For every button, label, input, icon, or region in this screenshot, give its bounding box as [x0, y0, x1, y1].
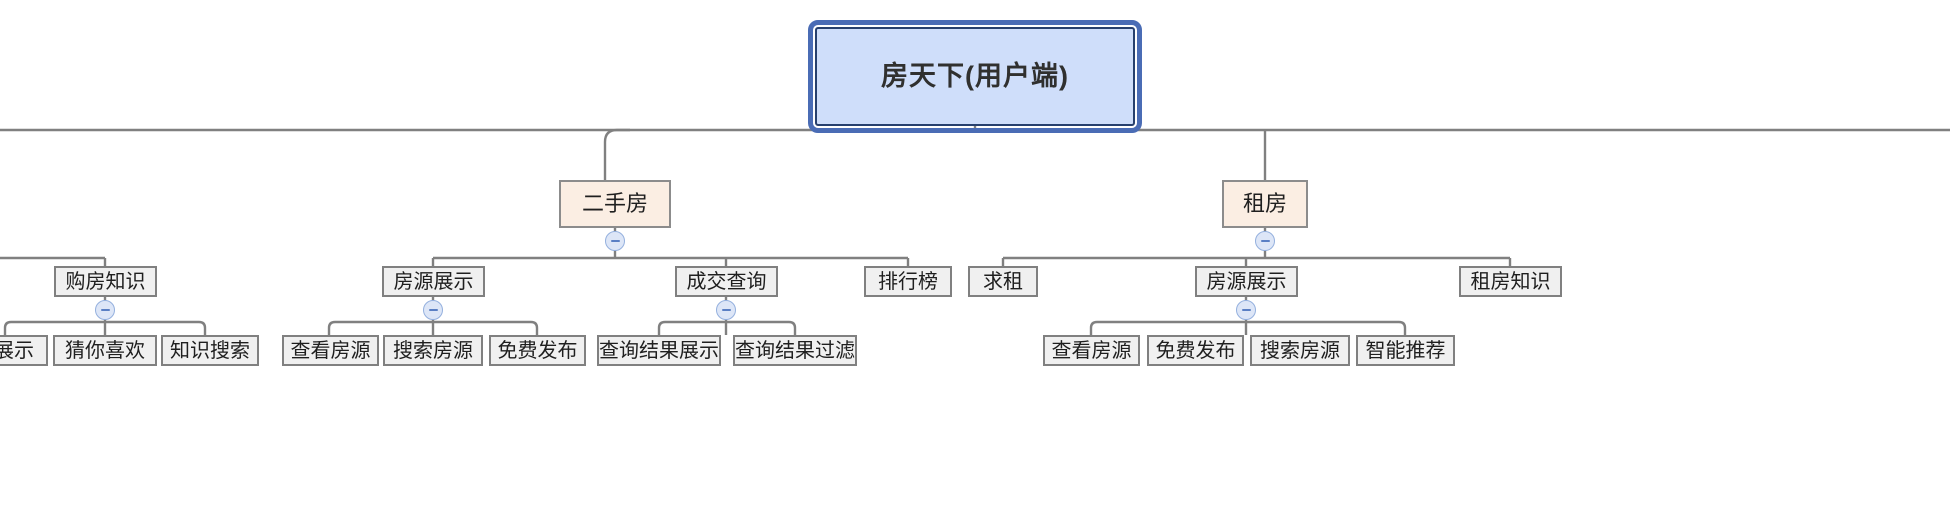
collapse-toggle-zufang[interactable] [1255, 231, 1275, 251]
node-sousuo-fangyuan-2-label: 搜索房源 [1260, 339, 1340, 362]
node-caini-xihuan-label: 猜你喜欢 [65, 339, 145, 362]
node-qiuzu[interactable]: 求租 [968, 266, 1038, 297]
node-zhanshi-clipped[interactable]: 展示 [0, 335, 48, 366]
node-chakan-fangyuan-1-label: 查看房源 [290, 339, 371, 362]
node-zufang[interactable]: 租房 [1222, 180, 1308, 228]
node-chaxun-jieguo-zhanshi[interactable]: 查询结果展示 [597, 335, 721, 366]
node-chakan-fangyuan-1[interactable]: 查看房源 [282, 335, 379, 366]
minus-icon [721, 309, 731, 311]
node-zhishi-sousuo-label: 知识搜索 [170, 339, 250, 362]
node-zhishi-sousuo[interactable]: 知识搜索 [161, 335, 259, 366]
node-fangyuan-zhanshi-1-label: 房源展示 [393, 270, 474, 293]
node-zufang-zhishi[interactable]: 租房知识 [1459, 266, 1562, 297]
node-zhineng-tuijian-label: 智能推荐 [1365, 339, 1446, 362]
node-chaxun-jieguo-guolv-label: 查询结果过滤 [735, 339, 855, 362]
node-mianfei-fabu-2[interactable]: 免费发布 [1147, 335, 1244, 366]
node-mianfei-fabu-1-label: 免费发布 [497, 339, 578, 362]
node-zhanshi-clipped-label: 展示 [0, 339, 34, 362]
node-chengjiao-chaxun-label: 成交查询 [686, 270, 767, 293]
node-mianfei-fabu-2-label: 免费发布 [1155, 339, 1236, 362]
node-caini-xihuan[interactable]: 猜你喜欢 [53, 335, 157, 366]
collapse-toggle-ershoufang[interactable] [605, 231, 625, 251]
minus-icon [610, 240, 620, 242]
node-paihangbang-label: 排行榜 [878, 270, 938, 293]
node-fangyuan-zhanshi-1[interactable]: 房源展示 [382, 266, 485, 297]
root-node-label: 房天下(用户端) [881, 61, 1069, 91]
node-sousuo-fangyuan-2[interactable]: 搜索房源 [1250, 335, 1350, 366]
minus-icon [1241, 309, 1251, 311]
node-chaxun-jieguo-zhanshi-label: 查询结果展示 [599, 339, 719, 362]
node-gouf-zhishi-label: 购房知识 [65, 270, 146, 293]
node-qiuzu-label: 求租 [983, 270, 1023, 293]
minus-icon [100, 309, 110, 311]
node-chengjiao-chaxun[interactable]: 成交查询 [675, 266, 778, 297]
node-gouf-zhishi[interactable]: 购房知识 [54, 266, 157, 297]
node-chakan-fangyuan-2-label: 查看房源 [1051, 339, 1132, 362]
node-zhineng-tuijian[interactable]: 智能推荐 [1356, 335, 1455, 366]
node-fangyuan-zhanshi-2[interactable]: 房源展示 [1195, 266, 1298, 297]
node-zufang-zhishi-label: 租房知识 [1470, 270, 1551, 293]
node-chaxun-jieguo-guolv[interactable]: 查询结果过滤 [733, 335, 857, 366]
node-ershoufang[interactable]: 二手房 [559, 180, 671, 228]
node-paihangbang[interactable]: 排行榜 [864, 266, 952, 297]
node-zufang-label: 租房 [1242, 191, 1287, 216]
node-mianfei-fabu-1[interactable]: 免费发布 [489, 335, 586, 366]
node-chakan-fangyuan-2[interactable]: 查看房源 [1043, 335, 1140, 366]
collapse-toggle-fangyuan-zhanshi-2[interactable] [1236, 300, 1256, 320]
node-ershoufang-label: 二手房 [581, 191, 648, 216]
node-sousuo-fangyuan-1-label: 搜索房源 [393, 339, 473, 362]
minus-icon [428, 309, 438, 311]
collapse-toggle-fangyuan-zhanshi-1[interactable] [423, 300, 443, 320]
node-fangyuan-zhanshi-2-label: 房源展示 [1206, 270, 1287, 293]
minus-icon [1260, 240, 1270, 242]
node-sousuo-fangyuan-1[interactable]: 搜索房源 [383, 335, 483, 366]
collapse-toggle-gouf-zhishi[interactable] [95, 300, 115, 320]
root-node[interactable]: 房天下(用户端) [808, 20, 1142, 133]
collapse-toggle-chengjiao-chaxun[interactable] [716, 300, 736, 320]
